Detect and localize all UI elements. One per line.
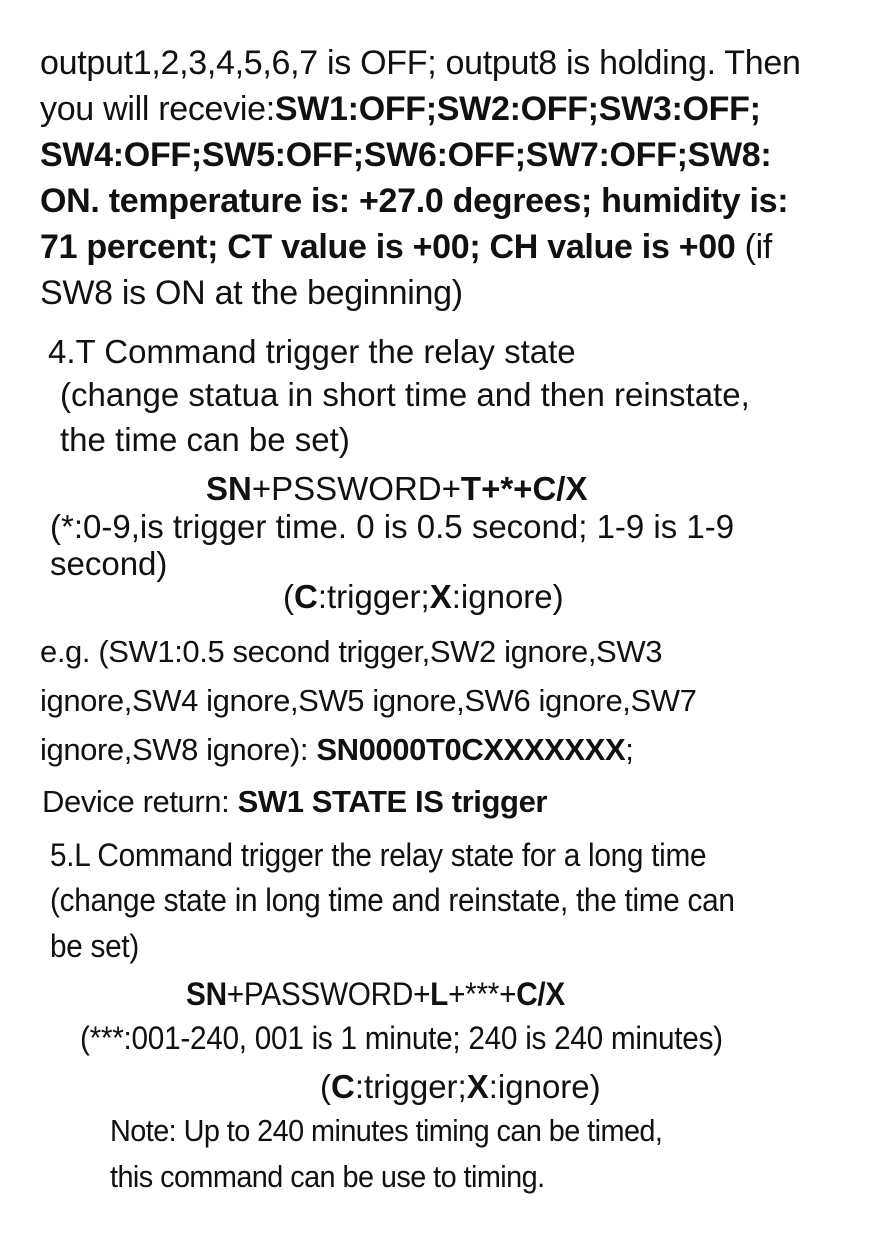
switch-status-bold: SW1:OFF;SW2:OFF;SW3:OFF; — [274, 90, 761, 128]
intro-line-6: SW8 is ON at the beginning) — [40, 274, 463, 312]
example-command: SN0000T0CXXXXXXX — [316, 732, 626, 767]
t-command-format: SN+PSSWORD+T+*+C/X — [206, 470, 588, 507]
intro-line-2: you will recevie:SW1:OFF;SW2:OFF;SW3:OFF… — [40, 90, 761, 128]
t-command-desc-1: (change statua in short time and then re… — [60, 376, 750, 413]
t-command-options: (C:trigger;X:ignore) — [283, 578, 564, 615]
l-command-range: (***:001-240, 001 is 1 minute; 240 is 24… — [80, 1020, 723, 1056]
t-command-range-2: second) — [50, 545, 168, 582]
l-command-desc-1: (change state in long time and reinstate… — [50, 882, 735, 918]
l-command-note-1: Note: Up to 240 minutes timing can be ti… — [110, 1113, 663, 1148]
l-command-options: (C:trigger;X:ignore) — [320, 1068, 601, 1105]
t-command-desc-2: the time can be set) — [60, 421, 350, 458]
intro-line-5: 71 percent; CT value is +00; CH value is… — [40, 228, 773, 266]
intro-line-4: ON. temperature is: +27.0 degrees; humid… — [40, 182, 789, 220]
intro-line-1: output1,2,3,4,5,6,7 is OFF; output8 is h… — [40, 44, 801, 82]
intro-line-3: SW4:OFF;SW5:OFF;SW6:OFF;SW7:OFF;SW8: — [40, 136, 772, 174]
device-return-line: Device return: SW1 STATE IS trigger — [42, 784, 548, 819]
example-line-1: e.g. (SW1:0.5 second trigger,SW2 ignore,… — [40, 634, 663, 669]
example-line-2: ignore,SW4 ignore,SW5 ignore,SW6 ignore,… — [40, 683, 697, 718]
l-command-title: 5.L Command trigger the relay state for … — [50, 837, 707, 873]
l-command-desc-2: be set) — [50, 928, 140, 964]
l-command-format: SN+PASSWORD+L+***+C/X — [186, 976, 565, 1012]
t-command-range-1: (*:0-9,is trigger time. 0 is 0.5 second;… — [50, 508, 735, 545]
example-line-3: ignore,SW8 ignore): SN0000T0CXXXXXXX; — [40, 732, 634, 767]
device-return-value: SW1 STATE IS trigger — [237, 784, 548, 819]
t-command-title: 4.T Command trigger the relay state — [48, 333, 576, 370]
l-command-note-2: this command can be use to timing. — [110, 1159, 545, 1194]
